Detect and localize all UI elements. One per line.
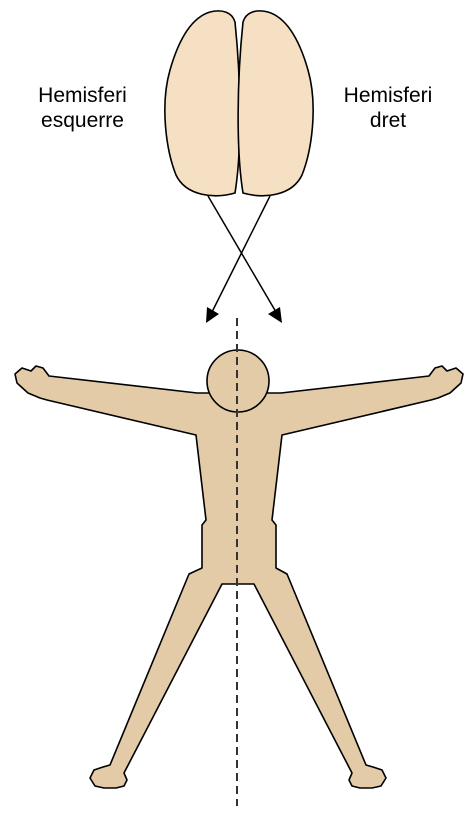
left-hemisphere-label: Hemisferi esquerre bbox=[20, 83, 145, 133]
brain bbox=[165, 11, 313, 196]
left-hemisphere-shape bbox=[165, 11, 240, 196]
crossed-pathways bbox=[206, 196, 282, 323]
pathway-left-to-right bbox=[208, 196, 276, 312]
right-hemisphere-label-line1: Hemisferi bbox=[328, 83, 448, 108]
human-figure bbox=[15, 350, 463, 788]
right-hemisphere-label-line2: dret bbox=[328, 108, 448, 133]
right-hemisphere-shape bbox=[238, 11, 313, 196]
right-hemisphere-label: Hemisferi dret bbox=[328, 83, 448, 133]
pathway-right-to-left bbox=[212, 196, 270, 312]
left-hemisphere-label-line2: esquerre bbox=[20, 108, 145, 133]
body-silhouette bbox=[15, 366, 463, 788]
left-hemisphere-label-line1: Hemisferi bbox=[20, 83, 145, 108]
